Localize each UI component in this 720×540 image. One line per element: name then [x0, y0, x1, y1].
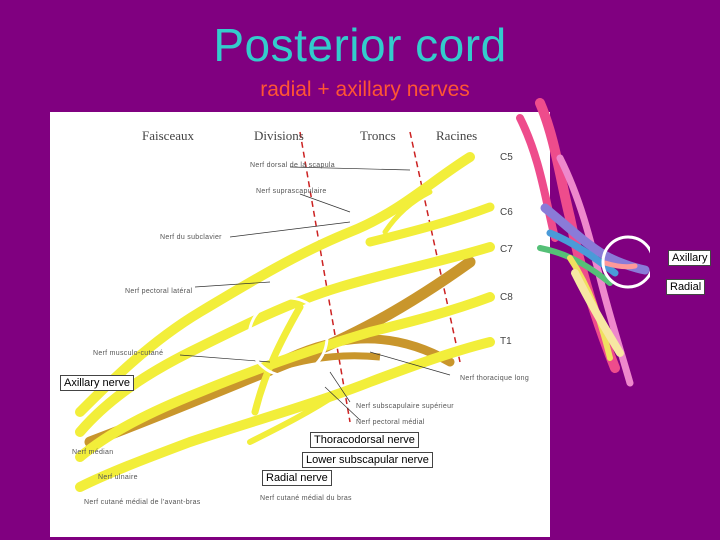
- label-lateral-pectoral: Nerf pectoral latéral: [125, 288, 193, 295]
- callout-radial-nerve: Radial nerve: [262, 470, 332, 486]
- root-label-c6: C6: [500, 207, 513, 218]
- slide-title: Posterior cord: [213, 19, 507, 71]
- plexus-axillary-branch: [602, 260, 638, 270]
- plexus-strand-green: [537, 245, 613, 286]
- nerve-c6: [365, 202, 495, 247]
- label-subclavian: Nerf du subclavier: [160, 234, 222, 241]
- column-header-racines: Racines: [436, 128, 478, 143]
- callout-lower-subscapular-nerve: Lower subscapular nerve: [302, 452, 433, 468]
- nerve-lateral-branch: [251, 303, 304, 416]
- plexus-strand-blue: [546, 229, 619, 277]
- root-label-c8: C8: [500, 292, 513, 303]
- brachial-plexus-illustration: [75, 131, 495, 492]
- leader-lines: [179, 166, 451, 421]
- label-upper-subscapular: Nerf subscapulaire supérieur: [356, 403, 454, 410]
- label-median: Nerf médian: [72, 449, 114, 456]
- label-musculocutaneous: Nerf musculo-cutané: [93, 350, 164, 357]
- colored-plexus-illustration: [516, 98, 650, 387]
- label-dorsal-scapular: Nerf dorsal de la scapula: [250, 162, 335, 169]
- root-label-t1: T1: [500, 336, 512, 347]
- brachial-plexus-diagram: Faisceaux Divisions Troncs Racines C5 C6…: [50, 112, 550, 537]
- label-long-thoracic: Nerf thoracique long: [460, 375, 530, 382]
- highlight-circle-axillary: [247, 296, 329, 378]
- nerve-medial-branch: [247, 389, 343, 445]
- colored-plexus-panel: [500, 98, 650, 398]
- column-header-troncs: Troncs: [360, 128, 396, 143]
- nerve-c7: [75, 242, 495, 437]
- root-label-c7: C7: [500, 244, 513, 255]
- callout-thoracodorsal-nerve: Thoracodorsal nerve: [310, 432, 419, 448]
- highlight-circle-panel: [601, 235, 650, 289]
- divider-divisions-troncs: [299, 131, 351, 423]
- callout-axillary-nerve: Axillary nerve: [60, 375, 135, 391]
- label-axillary: Axillary: [668, 250, 712, 266]
- column-header-faisceaux: Faisceaux: [142, 128, 194, 143]
- nerve-c8: [75, 292, 495, 462]
- label-ulnar: Nerf ulnaire: [98, 474, 138, 481]
- column-header-divisions: Divisions: [254, 128, 304, 143]
- slide-subtitle: radial + axillary nerves: [260, 78, 470, 101]
- nerve-upper-trunk: [75, 152, 475, 417]
- label-suprascapular: Nerf suprascapulaire: [256, 188, 327, 195]
- label-radial: Radial: [666, 279, 706, 295]
- nerve-t1: [75, 337, 495, 492]
- nerve-suprascapular: [382, 189, 433, 235]
- label-medial-cutaneous-arm: Nerf cutané médial du bras: [260, 495, 352, 502]
- root-label-c5: C5: [500, 152, 513, 163]
- label-medial-cutaneous-forearm: Nerf cutané médial de l'avant-bras: [84, 499, 201, 506]
- nerve-group: [75, 152, 495, 492]
- label-medial-pectoral: Nerf pectoral médial: [356, 419, 425, 426]
